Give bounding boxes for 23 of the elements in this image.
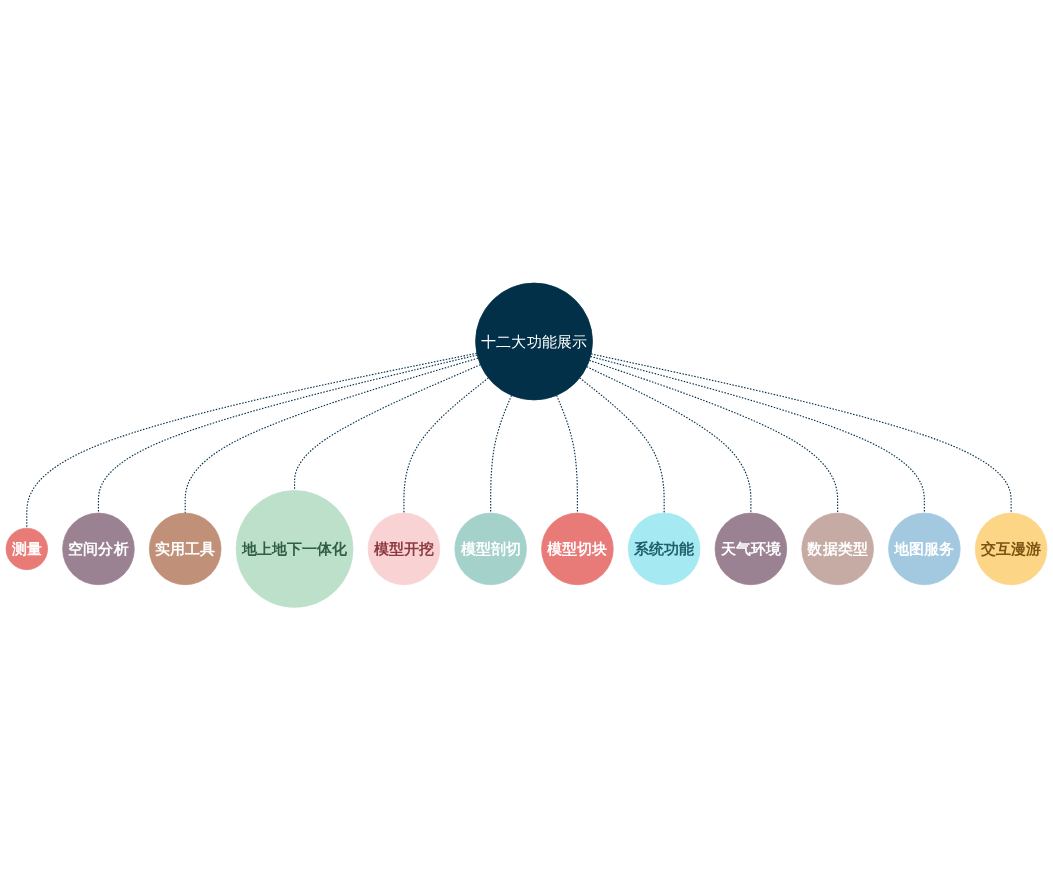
node-circle: 十二大功能展示 bbox=[475, 282, 593, 401]
connector bbox=[97, 354, 478, 514]
connector bbox=[579, 377, 665, 514]
node-circle: 模型开挖 bbox=[367, 513, 441, 586]
connector bbox=[586, 366, 752, 514]
connector bbox=[590, 353, 1012, 514]
node-circle: 实用工具 bbox=[149, 513, 222, 586]
connector bbox=[588, 360, 839, 514]
node-circle: 天气环境 bbox=[714, 513, 788, 586]
node-circle: 模型切块 bbox=[541, 513, 614, 586]
node-circle: 地图服务 bbox=[888, 513, 961, 586]
node-circle: 交互漫游 bbox=[974, 513, 1048, 586]
node-circle: 空间分析 bbox=[62, 513, 135, 586]
node-circle: 地上地下一体化 bbox=[235, 490, 354, 609]
node-circle: 系统功能 bbox=[627, 513, 701, 586]
node-circle: 模型剖切 bbox=[454, 513, 527, 586]
connector bbox=[403, 377, 489, 514]
connector bbox=[589, 356, 925, 514]
connector bbox=[294, 364, 481, 492]
node-circle: 数据类型 bbox=[801, 513, 874, 586]
connector bbox=[26, 352, 478, 530]
node-circle: 测量 bbox=[5, 528, 48, 571]
connector bbox=[184, 357, 479, 514]
